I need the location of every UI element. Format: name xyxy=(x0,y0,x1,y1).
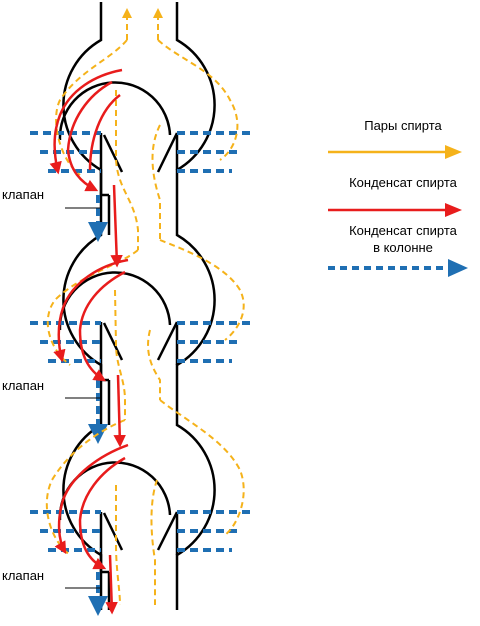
legend-column-condensate-label-line1: Конденсат спирта xyxy=(349,223,457,238)
legend-vapor-arrow-icon xyxy=(328,145,462,159)
stage-1 xyxy=(58,81,179,235)
legend-column-condensate-label-line2: в колонне xyxy=(373,240,433,255)
legend-condensate-arrow-icon xyxy=(328,203,462,217)
valve-leaders xyxy=(65,207,101,589)
legend-condensate-label: Конденсат спирта xyxy=(349,175,457,190)
column-outline xyxy=(62,2,216,610)
valve-label-2: клапан xyxy=(2,378,45,393)
valve-label-3: клапан xyxy=(2,568,45,583)
valve-label-1: клапан xyxy=(2,187,45,202)
condensate-paths xyxy=(49,68,129,615)
legend-vapor-label: Пары спирта xyxy=(364,118,442,133)
column-condensate-levels xyxy=(30,131,250,616)
legend-column-condensate-arrow-icon xyxy=(328,259,468,277)
